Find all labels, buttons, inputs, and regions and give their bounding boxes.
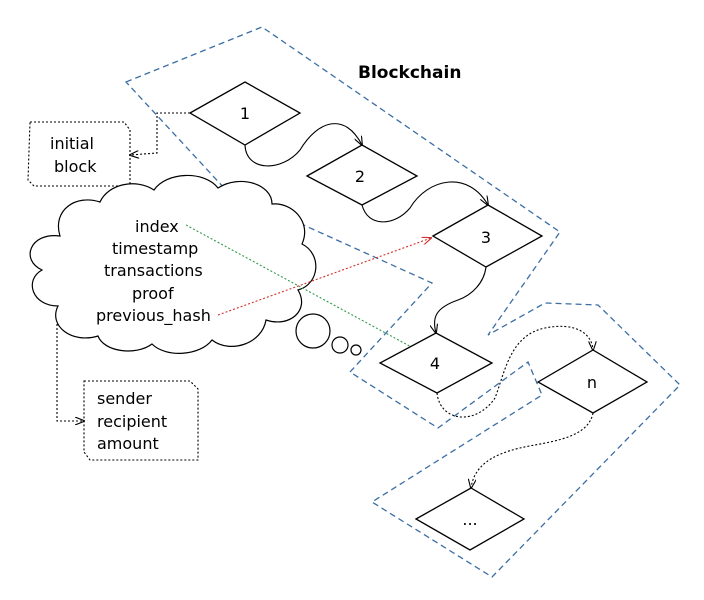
- index-reference-arrow: [185, 224, 428, 356]
- block-1-label: 1: [240, 104, 250, 123]
- block-ellipsis-label: ...: [462, 510, 477, 529]
- block-n: n: [536, 349, 649, 414]
- initial-block-connector: [130, 112, 190, 155]
- block-2: 2: [305, 144, 419, 206]
- previous-hash-reference-arrow: [217, 238, 431, 316]
- thought-bubble-medium: [331, 336, 349, 354]
- blockchain-zone-outline: [124, 26, 681, 578]
- block-ellipsis: ...: [414, 487, 526, 551]
- diagram-title: Blockchain: [358, 63, 461, 83]
- block-2-label: 2: [355, 167, 365, 186]
- transaction-fields-note: sender recipient amount: [83, 380, 199, 461]
- transaction-field-sender: sender: [97, 389, 152, 408]
- link-1-to-2: [244, 123, 362, 167]
- block-field-previous-hash: previous_hash: [96, 306, 211, 326]
- transaction-field-amount: amount: [97, 434, 159, 453]
- block-3: 3: [431, 204, 544, 268]
- block-structure-cloud: index timestamp transactions proof previ…: [29, 174, 362, 356]
- block-field-proof: proof: [132, 284, 174, 303]
- transaction-field-recipient: recipient: [97, 412, 167, 431]
- link-n-to-ellipsis: [471, 412, 594, 488]
- block-1: 1: [188, 81, 302, 146]
- block-4: 4: [378, 332, 494, 394]
- block-3-label: 3: [481, 228, 491, 247]
- link-4-to-n: [436, 325, 593, 418]
- thought-bubble-small: [350, 344, 362, 356]
- block-field-timestamp: timestamp: [112, 239, 198, 258]
- initial-block-note: initial block: [27, 121, 131, 187]
- block-field-transactions: transactions: [104, 261, 203, 280]
- link-2-to-3: [361, 181, 488, 223]
- thought-bubble-large: [295, 313, 331, 349]
- link-3-to-4: [435, 266, 487, 333]
- block-4-label: 4: [430, 354, 440, 373]
- transactions-connector: [56, 270, 104, 421]
- block-field-index: index: [135, 217, 179, 236]
- initial-block-line-2: block: [54, 157, 97, 176]
- initial-block-line-1: initial: [50, 134, 94, 153]
- block-n-label: n: [587, 373, 597, 392]
